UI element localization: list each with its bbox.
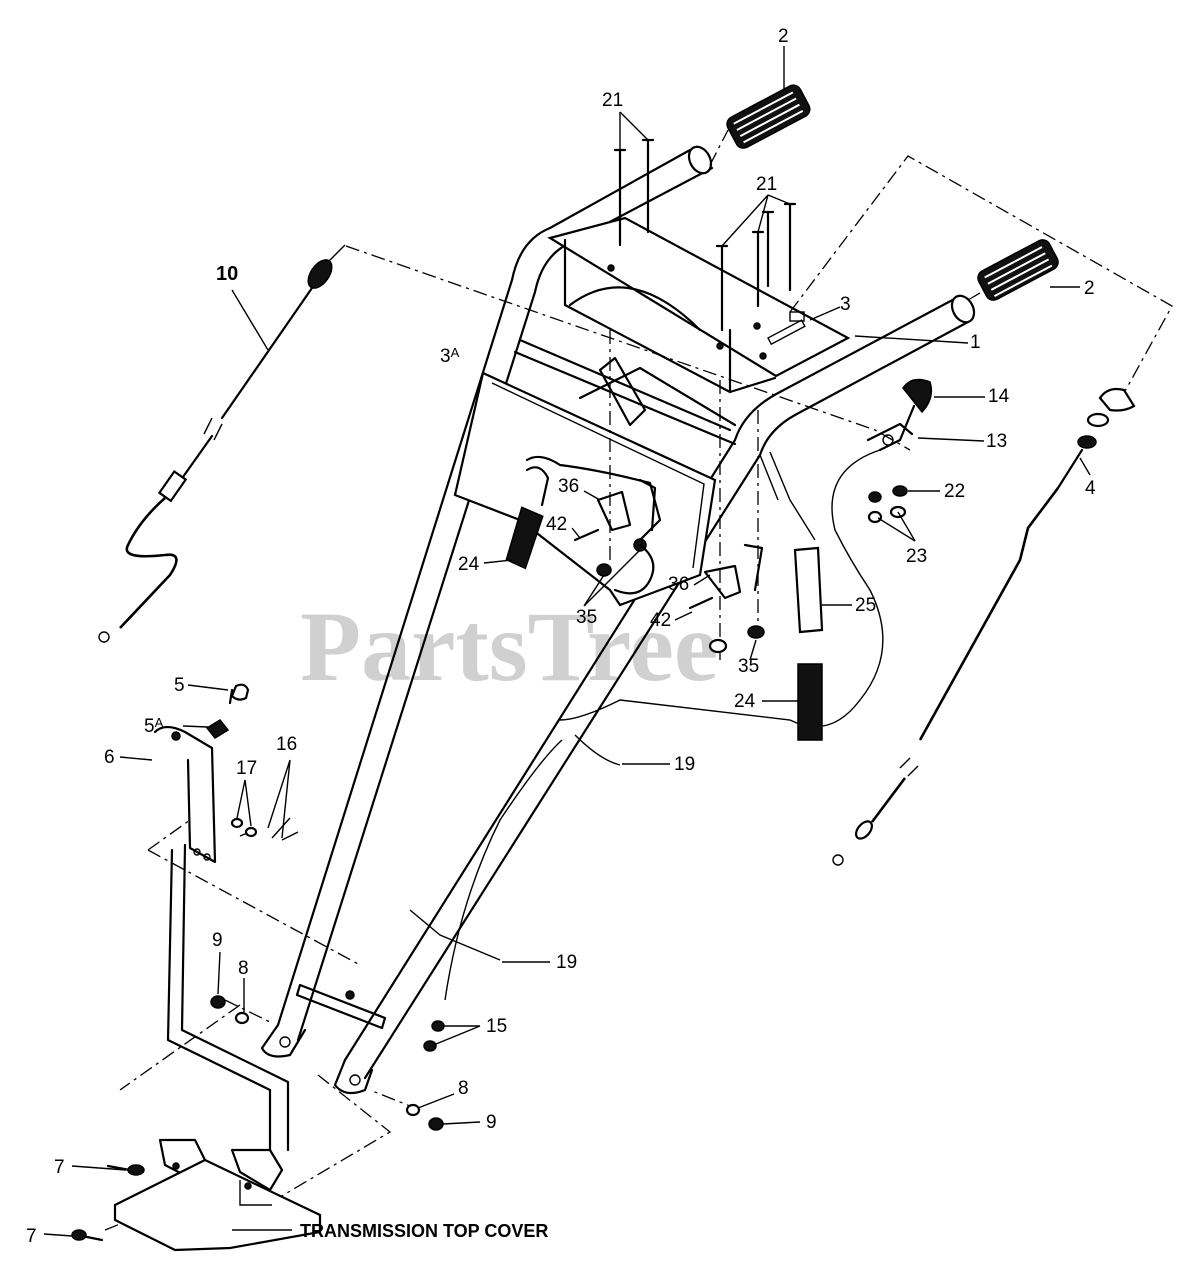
bracket-6 bbox=[153, 683, 299, 864]
callout-2-top: 2 bbox=[778, 26, 789, 47]
callout-21-left: 21 bbox=[602, 90, 623, 111]
callout-4: 4 bbox=[1085, 478, 1096, 499]
callout-8-a: 8 bbox=[238, 958, 249, 979]
callout-24-a: 24 bbox=[458, 554, 480, 575]
cable-10 bbox=[98, 244, 346, 643]
callout-1: 1 bbox=[970, 332, 981, 353]
callout-24-b: 24 bbox=[734, 691, 756, 712]
callout-15: 15 bbox=[486, 1016, 507, 1037]
callout-3: 3 bbox=[840, 294, 851, 315]
callout-3a: 3A bbox=[440, 345, 460, 367]
callout-16: 16 bbox=[276, 734, 297, 755]
callout-9-b: 9 bbox=[486, 1112, 497, 1133]
callout-labels: 2 2 21 21 3 3A 1 10 14 13 4 22 23 36 42 … bbox=[26, 26, 1096, 1247]
console-plate bbox=[547, 216, 851, 394]
center-cable bbox=[409, 451, 816, 1001]
callout-19-a: 19 bbox=[674, 754, 695, 775]
transmission-cover bbox=[71, 843, 445, 1252]
callout-10: 10 bbox=[216, 263, 238, 285]
panel-3a bbox=[453, 356, 717, 607]
transmission-top-cover-label: TRANSMISSION TOP COVER bbox=[300, 1221, 548, 1241]
cable-4 bbox=[832, 387, 1136, 866]
hand-grips bbox=[726, 84, 1059, 301]
screws-21 bbox=[613, 138, 797, 332]
callout-13: 13 bbox=[986, 431, 1007, 452]
callout-25: 25 bbox=[855, 595, 876, 616]
callout-36-b: 36 bbox=[668, 574, 689, 595]
control-lever bbox=[559, 378, 933, 728]
callout-6: 6 bbox=[104, 747, 115, 768]
callout-35-b: 35 bbox=[738, 656, 759, 677]
callout-42-a: 42 bbox=[546, 514, 567, 535]
callout-7-b: 7 bbox=[26, 1226, 37, 1247]
callout-14: 14 bbox=[988, 386, 1010, 407]
callout-17: 17 bbox=[236, 758, 257, 779]
callout-5a: 5A bbox=[144, 715, 164, 737]
callout-35-a: 35 bbox=[576, 607, 597, 628]
callout-5: 5 bbox=[174, 675, 185, 696]
callout-2-right: 2 bbox=[1084, 278, 1095, 299]
levers-and-brackets bbox=[505, 466, 824, 741]
callout-8-b: 8 bbox=[458, 1078, 469, 1099]
leader-lines bbox=[43, 46, 1091, 1237]
callout-21-mid: 21 bbox=[756, 174, 777, 195]
watermark: PartsTree bbox=[300, 591, 718, 702]
callout-23: 23 bbox=[906, 546, 927, 567]
callout-19-b: 19 bbox=[556, 952, 577, 973]
callout-22: 22 bbox=[944, 481, 965, 502]
callout-7-a: 7 bbox=[54, 1157, 65, 1178]
callout-9-a: 9 bbox=[212, 930, 223, 951]
callout-42-b: 42 bbox=[650, 610, 671, 631]
callout-36-a: 36 bbox=[558, 476, 579, 497]
